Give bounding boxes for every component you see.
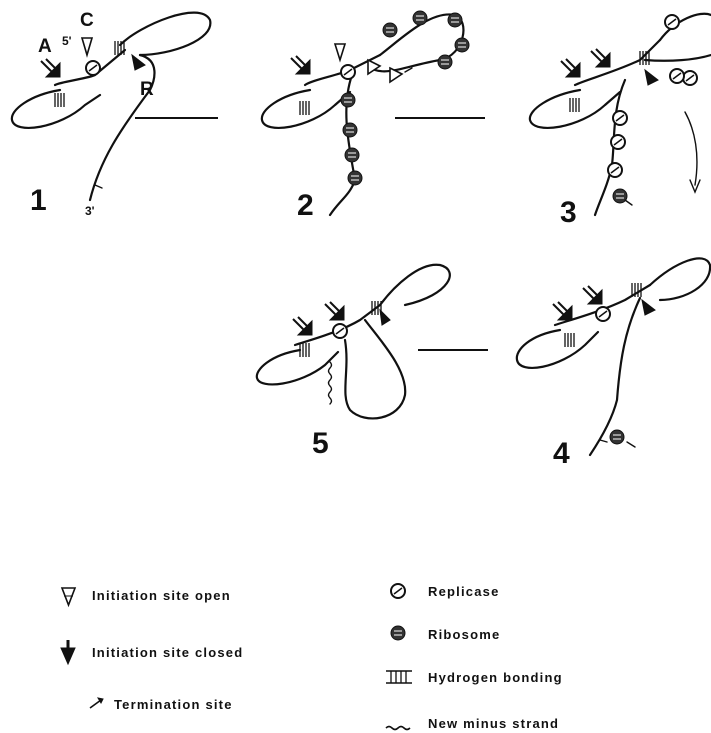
initiation-closed-arrow-icon <box>61 648 75 664</box>
hydrogen-bond-icon <box>300 101 309 115</box>
step-number-1: 1 <box>30 184 47 217</box>
legend-item-hydrogen-bonding: Hydrogen bonding <box>386 670 563 685</box>
panel-2: 2 <box>262 11 469 222</box>
legend-item-initiation-closed: Initiation site closed <box>61 640 243 664</box>
label-A: A <box>38 36 52 57</box>
replicase-icon <box>596 307 610 321</box>
termination-site-icon <box>95 185 102 188</box>
initiation-closed-arrow-icon <box>583 286 602 304</box>
panel-5-rna-lower-loop <box>345 320 405 418</box>
step-number-3: 3 <box>560 196 577 229</box>
initiation-closed-arrow-icon <box>291 56 310 74</box>
panel-3-rna-left-loop <box>530 90 620 128</box>
panel-1: A C R 5' 3' 1 <box>12 10 211 218</box>
legend-label-replicase: Replicase <box>428 584 500 599</box>
label-R: R <box>140 79 154 100</box>
legend-item-replicase: Replicase <box>391 584 500 599</box>
panel-5-rna-left-loop <box>257 350 338 384</box>
initiation-closed-arrow-icon <box>553 302 572 320</box>
initiation-closed-arrow-icon <box>591 49 610 67</box>
new-minus-strand-icon <box>386 727 410 730</box>
panel-1-rna-left-loop <box>12 90 100 128</box>
initiation-closed-arrow-icon <box>325 302 344 320</box>
initiation-closed-arrow-icon <box>132 55 145 70</box>
ribosome-icon <box>413 11 427 25</box>
termination-site-icon <box>625 200 632 205</box>
initiation-open-arrow-icon <box>335 44 345 60</box>
ribosome-icon <box>383 23 397 37</box>
step-number-2: 2 <box>297 189 314 222</box>
ribosome-icon <box>391 626 405 640</box>
replicase-icon <box>608 163 622 177</box>
termination-site-icon <box>627 442 635 447</box>
termination-site-icon: Termination site <box>114 697 233 712</box>
legend: Initiation site open Initiation site clo… <box>61 584 563 731</box>
replicase-icon <box>333 324 347 338</box>
panel-4: 4 <box>517 258 710 470</box>
hydrogen-bond-icon <box>55 93 64 107</box>
ribosome-icon <box>348 171 362 185</box>
legend-label-new-minus-strand: New minus strand <box>428 716 559 731</box>
label-3-prime: 3' <box>85 204 95 218</box>
ribosome-icon <box>610 430 624 444</box>
legend-label-initiation-open: Initiation site open <box>92 588 231 603</box>
legend-label-ribosome: Ribosome <box>428 627 500 642</box>
replicase-icon <box>86 61 100 75</box>
legend-item-termination: Termination site <box>90 697 233 712</box>
replicase-icon <box>611 135 625 149</box>
hydrogen-bond-icon <box>570 98 579 112</box>
initiation-closed-arrow-icon <box>293 317 312 335</box>
label-C: C <box>80 10 94 31</box>
step-number-4: 4 <box>553 437 570 470</box>
ribosome-icon <box>455 38 469 52</box>
panel-3: 3 <box>530 14 711 229</box>
legend-label-initiation-closed: Initiation site closed <box>92 645 243 660</box>
replicase-icon <box>670 69 684 83</box>
ribosome-icon <box>613 189 627 203</box>
ribosome-icon <box>438 55 452 69</box>
panel-1-rna-right-loop <box>120 13 210 55</box>
hydrogen-bond-icon <box>565 333 574 347</box>
panel-5-new-minus-strand <box>329 362 332 404</box>
termination-site-icon <box>600 440 607 442</box>
hydrogen-bond-icon <box>300 343 309 357</box>
initiation-closed-arrow-icon <box>561 59 580 77</box>
ribosome-icon <box>448 13 462 27</box>
panel-4-rna-left-loop <box>517 330 598 368</box>
ribosome-icon <box>345 148 359 162</box>
panel-3-flow-arrow <box>685 112 697 185</box>
panel-4-rna-right-loop <box>650 258 710 300</box>
ribosome-icon <box>341 93 355 107</box>
step-number-5: 5 <box>312 427 329 460</box>
legend-label-hydrogen-bonding: Hydrogen bonding <box>428 670 563 685</box>
legend-item-ribosome: Ribosome <box>391 626 500 642</box>
panel-1-rna-tail <box>90 55 154 200</box>
initiation-closed-arrow-icon <box>41 59 60 77</box>
initiation-closed-arrow-icon <box>380 310 390 325</box>
initiation-closed-arrow-icon <box>642 300 655 315</box>
legend-item-new-minus-strand: New minus strand <box>386 716 559 731</box>
label-5-prime: 5' <box>62 34 72 48</box>
ribosome-icon <box>343 123 357 137</box>
replicase-icon <box>391 584 405 598</box>
replicase-icon <box>613 111 627 125</box>
legend-item-initiation-open: Initiation site open <box>62 588 231 605</box>
panel-5: 5 <box>257 265 450 460</box>
replicase-icon <box>341 65 355 79</box>
panel-5-rna-upper-loop <box>380 265 450 305</box>
initiation-open-arrow-icon <box>82 38 92 55</box>
replicase-icon <box>665 15 679 29</box>
replicase-icon <box>683 71 697 85</box>
initiation-closed-arrow-icon <box>645 70 658 85</box>
